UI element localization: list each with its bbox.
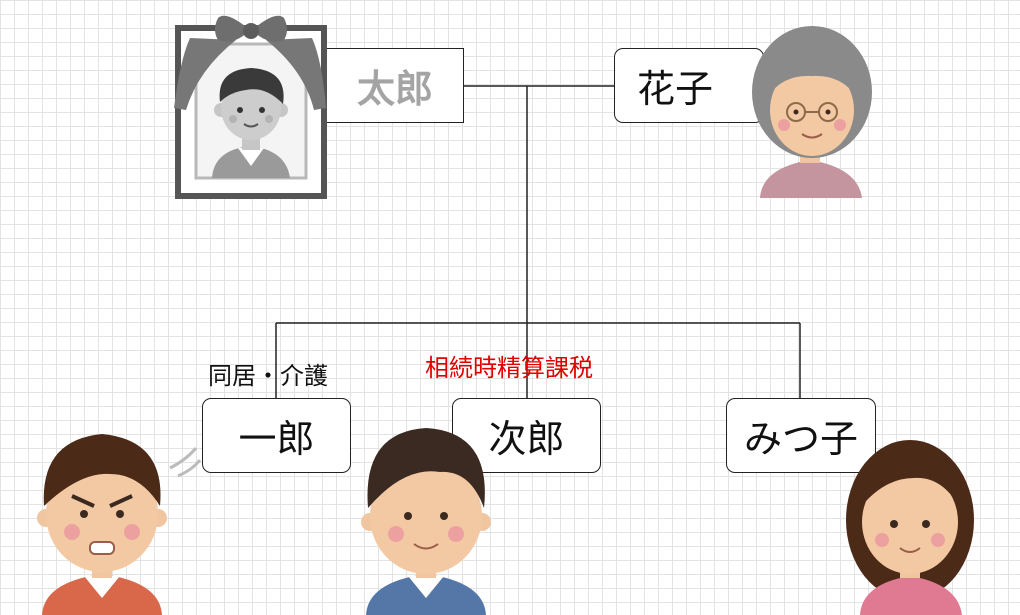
name-box-ichiro: 一郎 bbox=[202, 398, 351, 473]
name-hanako: 花子 bbox=[636, 67, 713, 111]
note-jiro: 相続時精算課税 bbox=[425, 354, 593, 382]
name-jiro: 次郎 bbox=[488, 417, 565, 461]
note-ichiro: 同居・介護 bbox=[208, 362, 328, 390]
name-box-hanako: 花子 bbox=[614, 48, 764, 123]
name-ichiro: 一郎 bbox=[238, 417, 315, 461]
name-taro: 太郎 bbox=[356, 67, 433, 111]
name-box-taro: 太郎 bbox=[318, 48, 464, 123]
name-mitsuko: みつ子 bbox=[743, 417, 858, 461]
name-box-mitsuko: みつ子 bbox=[726, 398, 876, 473]
